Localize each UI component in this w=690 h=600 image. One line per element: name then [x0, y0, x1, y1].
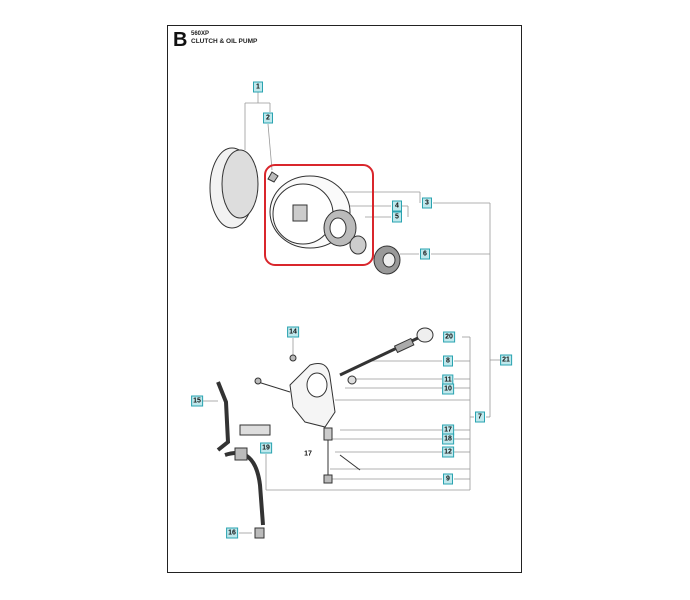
gear-part [416, 327, 434, 343]
model-name: 560XP [191, 31, 210, 37]
callout-15[interactable]: 15 [191, 395, 203, 407]
highlight-box [264, 164, 374, 266]
callout-3[interactable]: 3 [422, 197, 432, 209]
diagram-title: CLUTCH & OIL PUMP [191, 38, 258, 45]
filter-part [254, 527, 265, 539]
callout-21[interactable]: 21 [500, 354, 512, 366]
callout-9[interactable]: 9 [443, 473, 453, 485]
callout-19[interactable]: 19 [260, 442, 272, 454]
callout-1[interactable]: 1 [253, 81, 263, 93]
callout-7[interactable]: 7 [475, 411, 485, 423]
callout-20[interactable]: 20 [443, 331, 455, 343]
spring-part [267, 171, 279, 183]
callout-18[interactable]: 18 [442, 433, 454, 445]
callout-6[interactable]: 6 [420, 248, 430, 260]
callout-16[interactable]: 16 [226, 527, 238, 539]
callout-2[interactable]: 2 [263, 112, 273, 124]
callout-8[interactable]: 8 [443, 355, 453, 367]
nipple-part [239, 424, 271, 436]
part-17-label: 17 [304, 450, 312, 458]
diagram-frame [167, 25, 522, 573]
parts [209, 147, 434, 539]
callout-12[interactable]: 12 [442, 446, 454, 458]
bearing-part [349, 235, 367, 255]
oil-hose-part [216, 381, 231, 452]
callout-5[interactable]: 5 [392, 211, 402, 223]
callout-4[interactable]: 4 [392, 200, 402, 212]
section-letter: B [173, 29, 188, 51]
callout-14[interactable]: 14 [287, 326, 299, 338]
callout-10[interactable]: 10 [442, 383, 454, 395]
leader-lines [203, 92, 500, 534]
